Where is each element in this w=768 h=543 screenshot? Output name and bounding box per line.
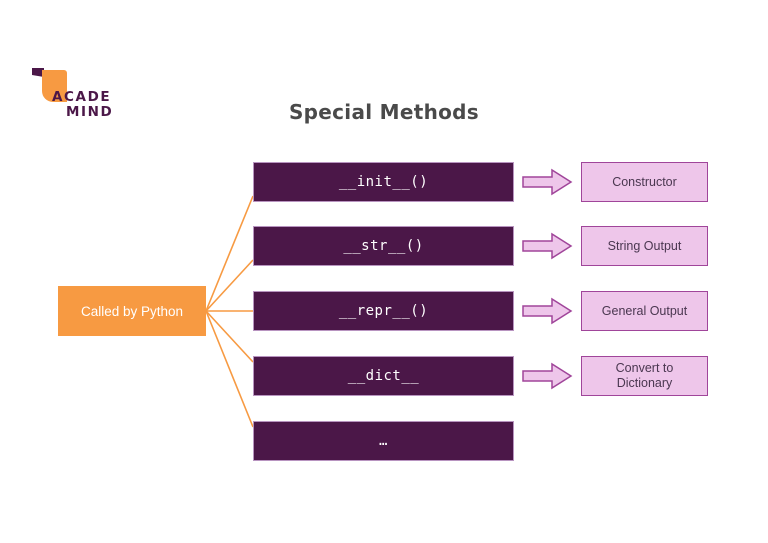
method-name-label: … [379,433,388,449]
source-node-label: Called by Python [80,303,184,319]
result-box[interactable]: String Output [581,226,708,266]
logo-line-2: MIND [66,104,114,120]
method-box[interactable]: __dict__ [253,356,514,396]
arrow-right-icon [522,362,573,390]
source-node-called-by-python[interactable]: Called by Python [58,286,206,336]
result-label-line: Dictionary [616,376,673,390]
method-name-label: __dict__ [347,368,420,384]
logo-wordmark: ACADE MIND [52,90,162,120]
method-row: __repr__() General Output [253,291,708,331]
result-label-line: Constructor [612,174,677,189]
academind-logo: ACADE MIND [24,66,154,122]
result-box[interactable]: General Output [581,291,708,331]
result-label: String Output [608,239,682,254]
connector-line [205,310,254,363]
result-label: General Output [602,304,687,319]
arrow-right-icon [522,168,573,196]
academind-flag-icon [32,68,67,102]
method-row: __init__() Constructor [253,162,708,202]
logo-line-1: ACADE [52,89,112,105]
page-title: Special Methods [288,100,480,124]
arrow-right-icon [522,297,573,325]
method-box[interactable]: __repr__() [253,291,514,331]
method-name-label: __init__() [338,174,429,190]
result-box[interactable]: Constructor [581,162,708,202]
method-box[interactable]: … [253,421,514,461]
arrow-right-icon [522,232,573,260]
connector-line [205,259,254,312]
result-label-line: String Output [607,238,682,253]
method-name-label: __repr__() [338,303,429,319]
result-label-line: General Output [601,303,688,318]
method-row: __str__() String Output [253,226,708,266]
method-name-label: __str__() [343,238,424,254]
method-row: … [253,421,708,461]
method-box[interactable]: __str__() [253,226,514,266]
method-box[interactable]: __init__() [253,162,514,202]
connector-line [205,310,254,428]
result-label-line: Convert to [615,361,674,375]
result-label: Constructor [612,175,677,190]
connector-line [205,195,254,312]
